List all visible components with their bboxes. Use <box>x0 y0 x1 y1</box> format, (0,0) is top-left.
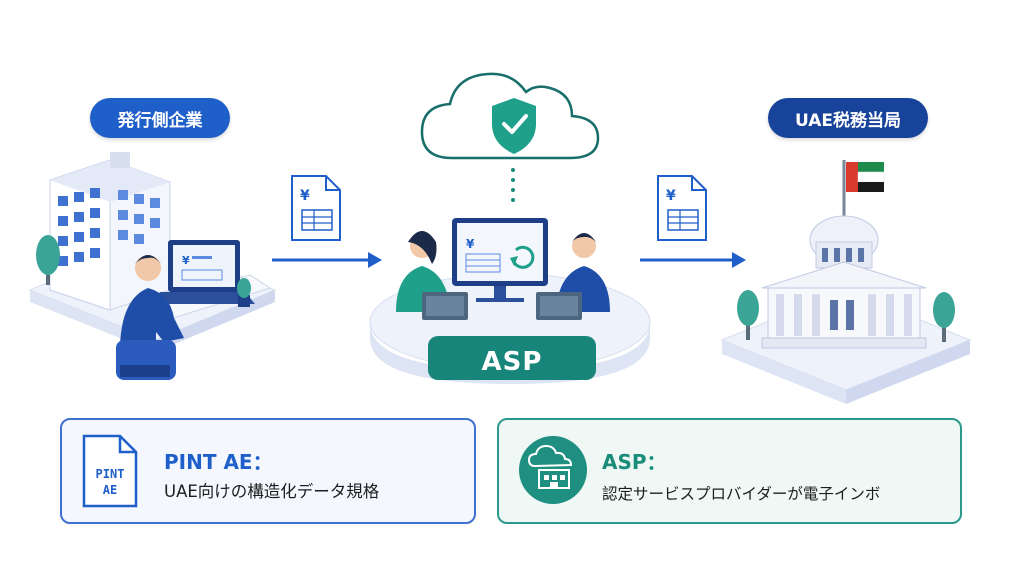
plant-icon <box>237 278 251 307</box>
monitor-icon: ¥ <box>452 218 548 302</box>
pint-card-title: PINT AE： <box>164 450 273 474</box>
document-flow-left: ¥ <box>272 175 382 268</box>
cloud-shield-icon <box>420 72 600 202</box>
invoice-document-icon: ¥ <box>291 175 341 241</box>
asp-banner <box>428 336 596 380</box>
pint-card-description: UAE向けの構造化データ規格 <box>164 482 380 501</box>
svg-text:¥: ¥ <box>300 188 310 204</box>
arrow-right-icon <box>640 252 746 268</box>
asp-card-title: ASP： <box>602 450 667 474</box>
svg-text:¥: ¥ <box>666 188 676 204</box>
issuer-scene: ¥ <box>28 152 277 380</box>
asp-staff-left <box>396 231 468 320</box>
issuer-label: 発行側企業 <box>90 98 230 138</box>
asp-card: ASP： 認定サービスプロバイダーが電子インボ <box>497 418 962 524</box>
arrow-right-icon <box>272 252 382 268</box>
invoice-document-icon: ¥ <box>657 175 707 241</box>
building-icon <box>49 152 171 311</box>
pint-icon-text-1: PINT <box>96 467 125 481</box>
worker-person <box>116 255 184 380</box>
pint-document-icon: PINT AE <box>82 434 138 508</box>
asp-scene: ¥ <box>369 218 651 384</box>
tree-icon <box>36 235 60 285</box>
asp-banner-label: ASP <box>481 347 543 377</box>
asp-card-description: 認定サービスプロバイダーが電子インボ <box>602 485 881 503</box>
laptop-icon: ¥ <box>150 240 255 304</box>
government-building-icon <box>761 215 927 349</box>
document-flow-right: ¥ <box>640 175 746 268</box>
authority-scene <box>720 160 972 404</box>
asp-staff-right <box>536 233 610 320</box>
sync-icon <box>510 245 535 269</box>
tree-icon <box>737 290 955 342</box>
uae-flag-icon <box>842 160 885 224</box>
connector-dots <box>511 168 515 202</box>
svg-text:¥: ¥ <box>466 237 475 251</box>
authority-label: UAE税務当局 <box>768 98 928 138</box>
cloud-building-icon <box>519 436 587 504</box>
pint-ae-card: PINT AE PINT AE： UAE向けの構造化データ規格 <box>60 418 476 524</box>
pint-icon-text-2: AE <box>103 483 117 497</box>
svg-text:¥: ¥ <box>182 254 190 267</box>
